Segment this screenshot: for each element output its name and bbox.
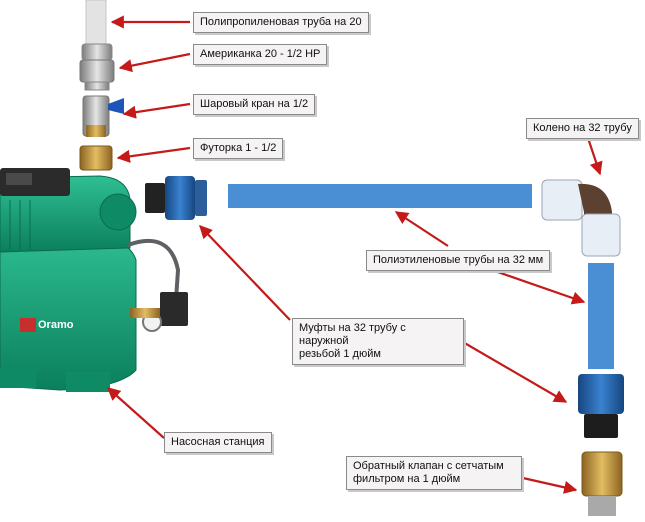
check-valve xyxy=(581,451,623,516)
label-check-valve: Обратный клапан с сетчатым фильтром на 1… xyxy=(346,456,522,490)
label-pump-station: Насосная станция xyxy=(164,432,272,453)
label-check-valve-line1: Обратный клапан с сетчатым xyxy=(353,460,504,472)
arrow-ball-valve xyxy=(122,102,191,119)
arrow-check-valve xyxy=(513,474,578,494)
pe-pipe-vertical xyxy=(588,263,614,369)
pointer-arrows xyxy=(107,15,603,494)
elbow-fitting xyxy=(541,179,621,257)
label-pp-pipe: Полипропиленовая труба на 20 xyxy=(193,12,369,33)
arrow-american xyxy=(118,52,191,73)
label-elbow: Колено на 32 трубу xyxy=(526,118,639,139)
label-couplings: Муфты на 32 трубу с наружной резьбой 1 д… xyxy=(292,318,464,365)
label-futorka: Футорка 1 - 1/2 xyxy=(193,138,284,159)
pump-station: Oramo xyxy=(0,168,188,392)
american-union-fitting xyxy=(79,43,115,91)
coupling-valve-side xyxy=(578,374,624,438)
pump-brand-label: Oramo xyxy=(38,319,74,331)
arrow-coupling-valve xyxy=(455,337,568,403)
ball-valve xyxy=(82,95,124,137)
pp-pipe xyxy=(85,0,107,45)
arrow-pe-pipe-horizontal xyxy=(394,211,449,247)
arrow-pe-pipe-vertical xyxy=(491,268,586,305)
arrow-coupling-pump xyxy=(199,225,291,321)
label-ball-valve: Шаровый кран на 1/2 xyxy=(193,94,316,115)
label-check-valve-line2: фильтром на 1 дюйм xyxy=(353,473,461,485)
label-pe-pipes: Полиэтиленовые трубы на 32 мм xyxy=(366,250,551,271)
arrow-elbow xyxy=(586,137,603,176)
label-couplings-line2: резьбой 1 дюйм xyxy=(299,348,381,360)
arrow-futorka xyxy=(116,146,191,163)
futorka-fitting xyxy=(79,145,113,171)
coupling-pump-side xyxy=(145,176,207,220)
label-couplings-line1: Муфты на 32 трубу с наружной xyxy=(299,322,406,347)
pe-pipe-horizontal xyxy=(228,184,532,208)
arrow-pump-station xyxy=(107,387,165,439)
label-american-union: Американка 20 - 1/2 НР xyxy=(193,44,328,65)
